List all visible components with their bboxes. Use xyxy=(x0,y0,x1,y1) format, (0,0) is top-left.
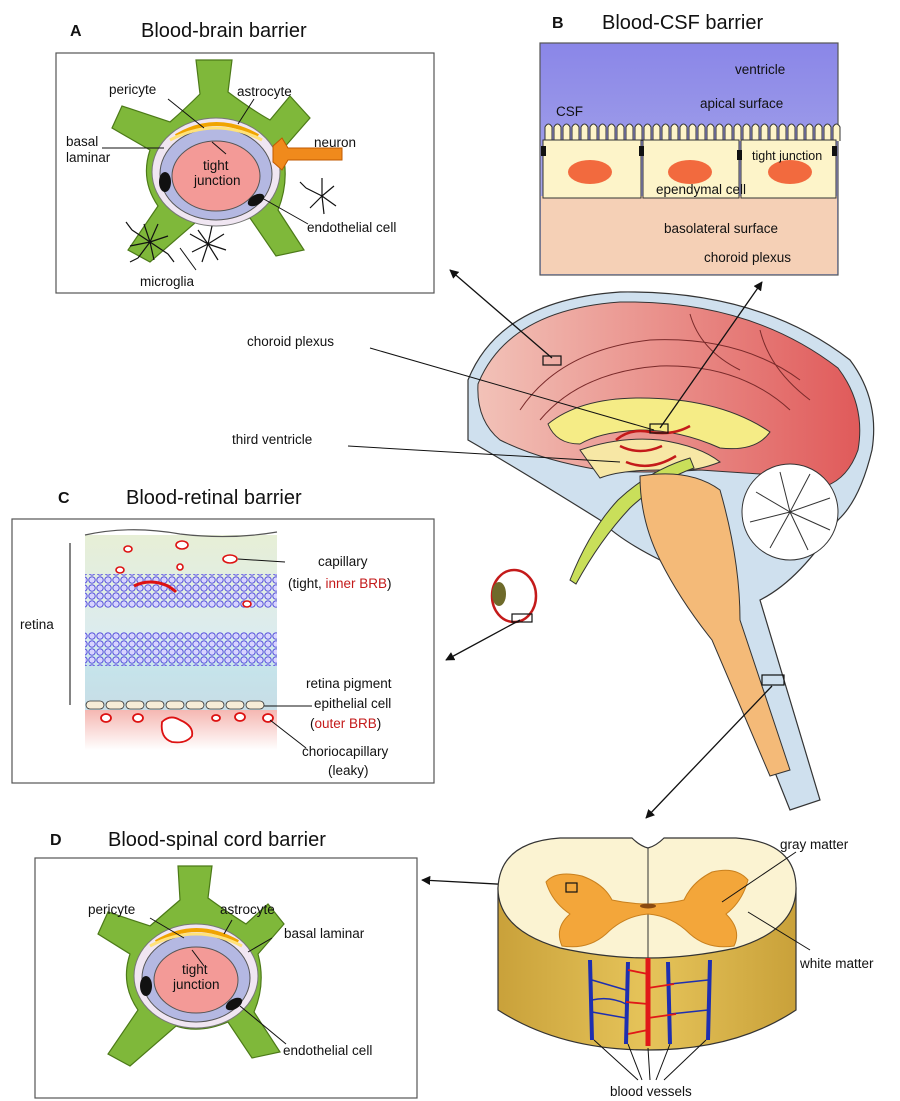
microvillus xyxy=(572,124,579,141)
microvillus xyxy=(590,124,597,141)
label-c-outer-line: (outer BRB) xyxy=(310,716,381,731)
microvillus xyxy=(608,124,615,141)
microvillus xyxy=(680,124,687,141)
microvillus xyxy=(806,124,813,141)
label-choroid-plexus: choroid plexus xyxy=(247,334,334,349)
panel-a: A Blood-brain barrier pericyte astr xyxy=(56,20,434,293)
microvillus xyxy=(662,124,669,141)
microvillus xyxy=(743,124,750,141)
microvillus xyxy=(599,124,606,141)
retina-layers xyxy=(85,535,277,710)
label-c-chorio-1: choriocapillary xyxy=(302,744,389,759)
panel-b-letter: B xyxy=(552,15,564,32)
label-b-ependymal: ependymal cell xyxy=(656,182,746,197)
panel-d-letter: D xyxy=(50,832,62,849)
label-b-tight: tight junction xyxy=(752,149,822,163)
label-third-ventricle: third ventricle xyxy=(232,432,312,447)
label-d-tight-2: junction xyxy=(172,977,220,992)
microvillus xyxy=(554,124,561,141)
label-gray-matter: gray matter xyxy=(780,837,849,852)
microvillus xyxy=(635,124,642,141)
ependymal-nuclei xyxy=(568,160,812,184)
endothelial-nucleus xyxy=(159,172,171,192)
rpe-cells xyxy=(86,701,264,709)
label-c-capillary: capillary xyxy=(318,554,368,569)
microvillus xyxy=(824,124,831,141)
label-b-ventricle: ventricle xyxy=(735,62,785,77)
label-a-pericyte: pericyte xyxy=(109,82,156,97)
microvillus xyxy=(833,124,840,141)
label-a-microglia: microglia xyxy=(140,274,195,289)
microvillus xyxy=(761,124,768,141)
microvillus xyxy=(797,124,804,141)
microvillus xyxy=(617,124,624,141)
microvillus xyxy=(671,124,678,141)
microvillus xyxy=(626,124,633,141)
label-a-neuron: neuron xyxy=(314,135,356,150)
label-d-endothelial: endothelial cell xyxy=(283,1043,372,1058)
label-a-basal-1: basal xyxy=(66,134,98,149)
label-a-tight-2: junction xyxy=(193,173,241,188)
label-blood-vessels: blood vessels xyxy=(610,1084,692,1099)
white-matter-shape xyxy=(498,838,796,958)
panel-b: B Blood-CSF barrier ventricle apical sur… xyxy=(540,12,840,275)
panel-a-letter: A xyxy=(70,23,82,40)
label-d-pericyte: pericyte xyxy=(88,902,135,917)
microvillus xyxy=(770,124,777,141)
label-b-choroid: choroid plexus xyxy=(704,250,791,265)
panel-b-title: Blood-CSF barrier xyxy=(602,12,764,34)
microvillus xyxy=(734,124,741,141)
label-a-basal-2: laminar xyxy=(66,150,111,165)
panel-c: C Blood-retinal barrier xyxy=(12,487,434,783)
eye xyxy=(492,570,536,622)
microvillus xyxy=(716,124,723,141)
label-white-matter: white matter xyxy=(799,956,874,971)
microvillus xyxy=(707,124,714,141)
outer-nuclear-layer xyxy=(85,632,277,666)
label-c-rpe-2: epithelial cell xyxy=(314,696,391,711)
label-a-tight-1: tight xyxy=(203,158,229,173)
label-d-astrocyte: astrocyte xyxy=(220,902,275,917)
label-b-apical: apical surface xyxy=(700,96,783,111)
label-a-endothelial: endothelial cell xyxy=(307,220,396,235)
label-a-astrocyte: astrocyte xyxy=(237,84,292,99)
label-c-rpe-1: retina pigment xyxy=(306,676,392,691)
label-c-retina: retina xyxy=(20,617,54,632)
panel-d: D Blood-spinal cord barrier pericyte ast… xyxy=(35,829,417,1098)
microvillus xyxy=(779,124,786,141)
panel-a-title: Blood-brain barrier xyxy=(141,20,307,42)
microvillus xyxy=(698,124,705,141)
spinal-cord-section: gray matter white matter blood vessels xyxy=(498,837,874,1099)
microvillus xyxy=(644,124,651,141)
microvillus xyxy=(725,124,732,141)
label-b-csf: CSF xyxy=(556,104,583,119)
label-b-basolateral: basolateral surface xyxy=(664,221,778,236)
microvillus xyxy=(563,124,570,141)
microvillus xyxy=(815,124,822,141)
microvillus xyxy=(788,124,795,141)
label-d-tight-1: tight xyxy=(182,962,208,977)
microvillus xyxy=(653,124,660,141)
label-c-chorio-2: (leaky) xyxy=(328,763,369,778)
microvillus xyxy=(689,124,696,141)
panel-d-title: Blood-spinal cord barrier xyxy=(108,829,326,851)
panel-c-letter: C xyxy=(58,490,70,507)
microvillus xyxy=(581,124,588,141)
label-c-tight-line: (tight, inner BRB) xyxy=(288,576,392,591)
microvillus xyxy=(752,124,759,141)
label-d-basal: basal laminar xyxy=(284,926,365,941)
panel-c-title: Blood-retinal barrier xyxy=(126,487,302,509)
microvillus xyxy=(545,124,552,141)
